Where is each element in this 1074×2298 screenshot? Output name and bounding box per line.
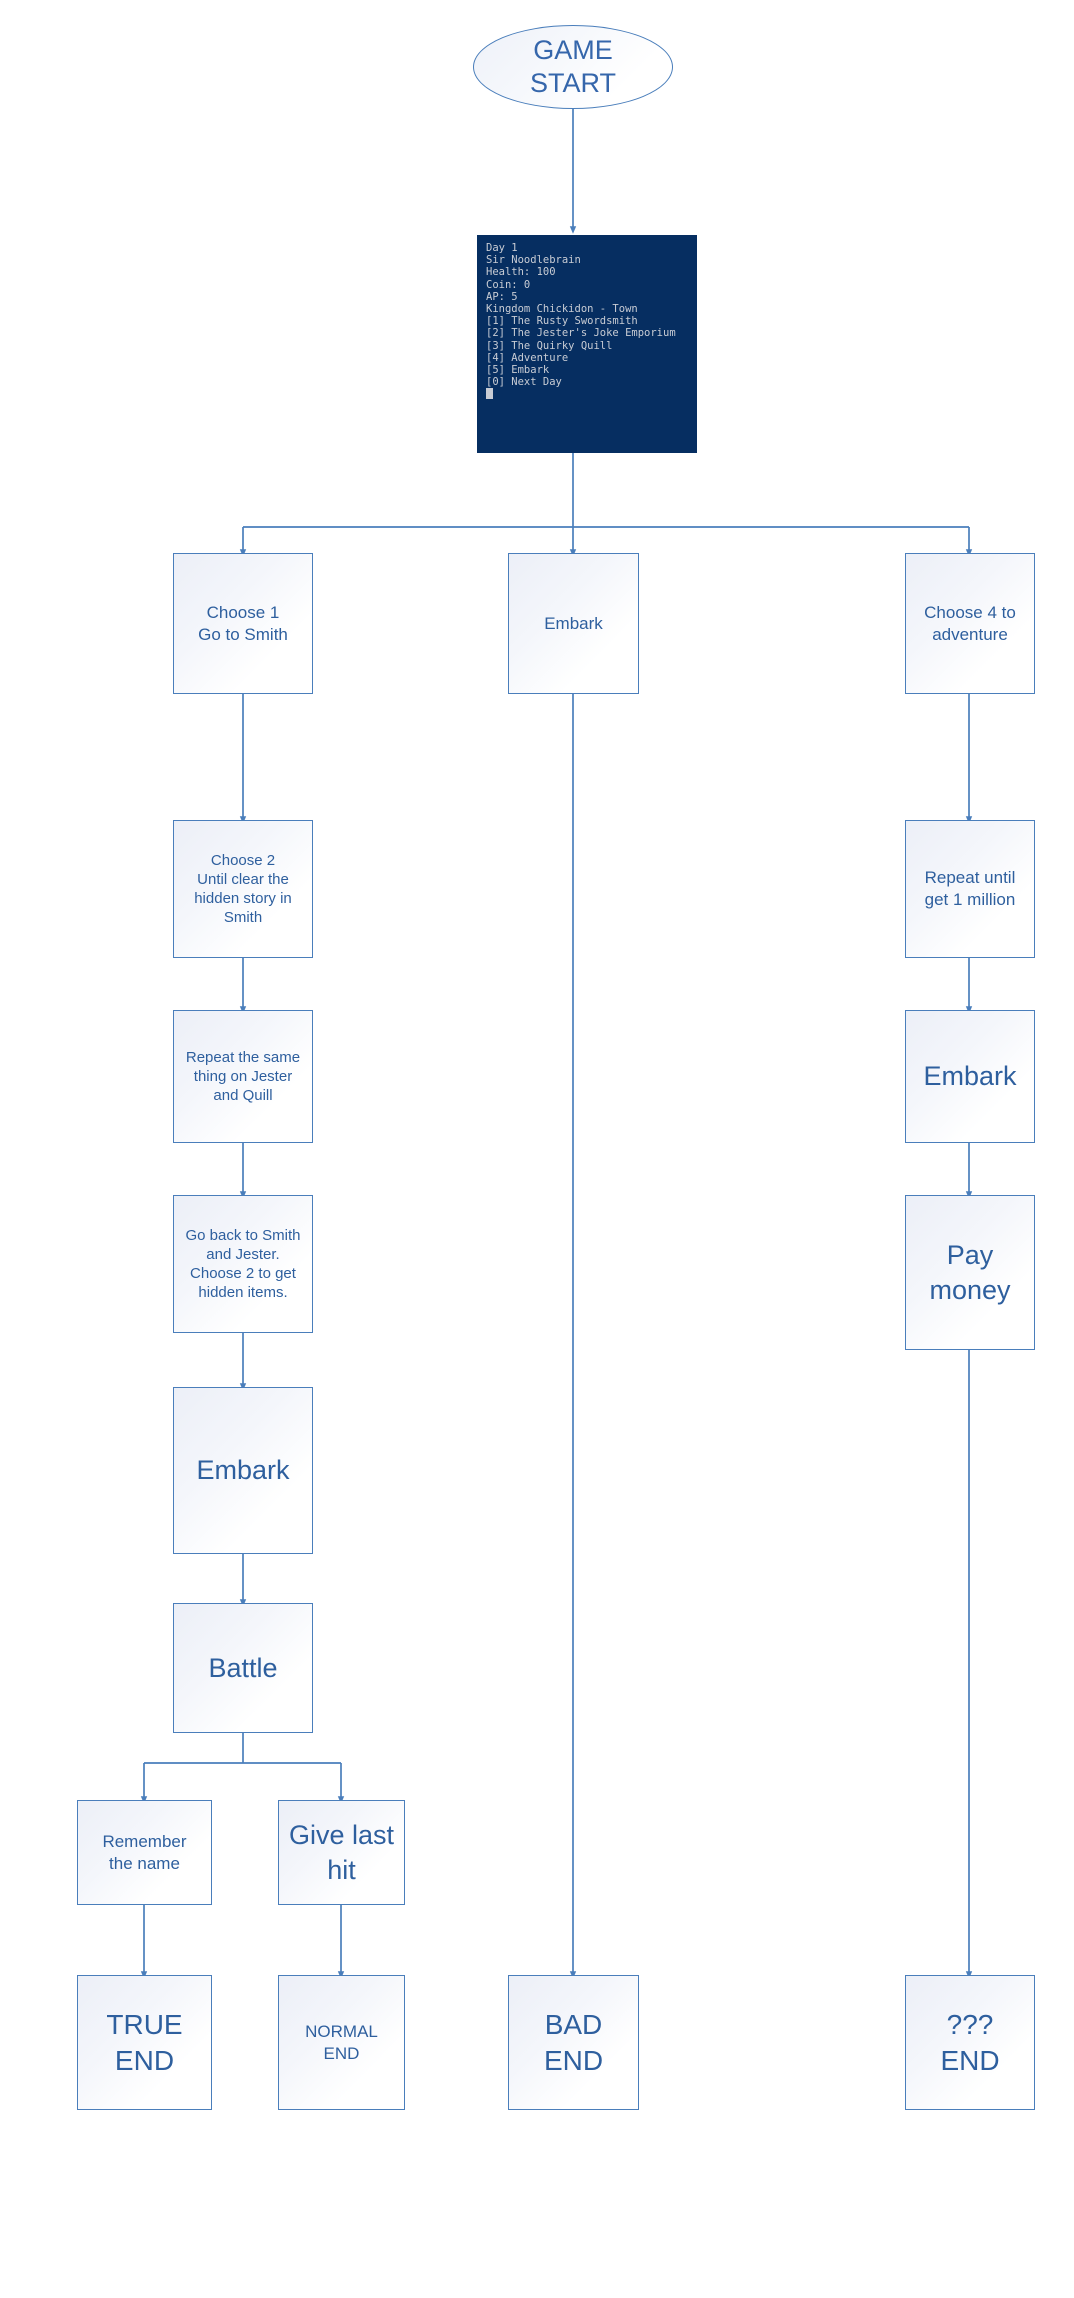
- node-repeat-jester-quill[interactable]: Repeat the same thing on Jester and Quil…: [173, 1010, 313, 1143]
- node-give-last-hit[interactable]: Give last hit: [278, 1800, 405, 1905]
- node-embark-center[interactable]: Embark: [508, 553, 639, 694]
- node-choose-4-adventure[interactable]: Choose 4 to adventure: [905, 553, 1035, 694]
- node-choose-1-go-to-smith[interactable]: Choose 1 Go to Smith: [173, 553, 313, 694]
- terminal-line: Kingdom Chickidon - Town: [486, 303, 638, 316]
- terminal-line: [0] Next Day: [486, 376, 562, 389]
- terminal-line: [4] Adventure: [486, 351, 569, 364]
- terminal-cursor: [486, 388, 493, 400]
- terminal-line: [1] The Rusty Swordsmith: [486, 315, 638, 328]
- terminal-line: Coin: 0: [486, 278, 531, 291]
- node-repeat-until-1-million[interactable]: Repeat until get 1 million: [905, 820, 1035, 958]
- terminal-line: Day 1: [486, 242, 518, 254]
- node-bad-end[interactable]: BAD END: [508, 1975, 639, 2110]
- node-go-back-hidden-items[interactable]: Go back to Smith and Jester. Choose 2 to…: [173, 1195, 313, 1333]
- terminal-line: AP: 5: [486, 290, 518, 303]
- node-normal-end[interactable]: NORMAL END: [278, 1975, 405, 2110]
- node-battle[interactable]: Battle: [173, 1603, 313, 1733]
- node-choose-2-hidden-story[interactable]: Choose 2 Until clear the hidden story in…: [173, 820, 313, 958]
- node-unknown-end[interactable]: ??? END: [905, 1975, 1035, 2110]
- terminal-line: [3] The Quirky Quill: [486, 339, 613, 352]
- game-terminal-screenshot: Day 1 Sir Noodlebrain Health: 100 Coin: …: [477, 235, 697, 453]
- terminal-line: Sir Noodlebrain: [486, 254, 581, 267]
- terminal-line: Health: 100: [486, 266, 556, 279]
- node-embark-left[interactable]: Embark: [173, 1387, 313, 1554]
- terminal-line: [2] The Jester's Joke Emporium: [486, 327, 676, 340]
- game-start-node[interactable]: GAME START: [473, 25, 673, 109]
- node-pay-money[interactable]: Pay money: [905, 1195, 1035, 1350]
- node-true-end[interactable]: TRUE END: [77, 1975, 212, 2110]
- terminal-cursor-line: [486, 388, 689, 401]
- node-embark-right[interactable]: Embark: [905, 1010, 1035, 1143]
- terminal-line: [5] Embark: [486, 364, 550, 377]
- node-remember-the-name[interactable]: Remember the name: [77, 1800, 212, 1905]
